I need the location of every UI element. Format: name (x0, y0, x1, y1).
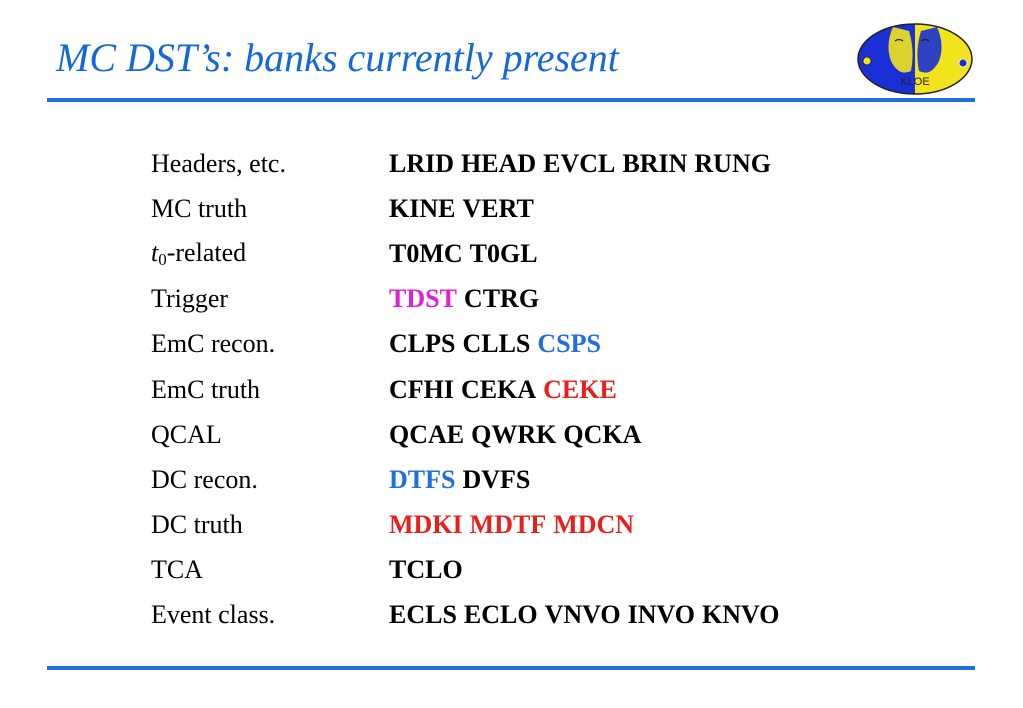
bank-name: EVCL (543, 148, 616, 178)
row-label: Trigger (151, 284, 389, 314)
bank-name: BRIN (622, 148, 688, 178)
row-label: DC truth (151, 510, 389, 540)
bank-name: QWRK (471, 419, 557, 449)
label-text: Event class. (151, 600, 276, 630)
bank-name: MDCN (553, 510, 635, 540)
bank-name: TDST (389, 284, 457, 314)
label-variable: t (151, 237, 159, 267)
row-label: MC truth (151, 194, 389, 224)
label-text: EmC recon. (151, 329, 276, 359)
bank-name: CLLS (462, 329, 531, 359)
row-label: QCAL (151, 420, 389, 450)
label-text: MC truth (151, 193, 248, 223)
bank-name: QCKA (563, 419, 642, 449)
bank-name: DTFS (389, 464, 456, 494)
row-label: TCA (151, 555, 389, 585)
row-label: Headers, etc. (151, 149, 389, 179)
kloe-logo-icon: KLOE (857, 23, 973, 95)
bank-name: T0GL (469, 238, 538, 268)
bank-name: RUNG (694, 148, 771, 178)
label-text: DC recon. (151, 464, 258, 494)
label-text: TCA (151, 555, 203, 585)
bank-name: MDKI (389, 510, 463, 540)
bank-list: TCLO (389, 555, 470, 585)
label-text: EmC truth (151, 374, 261, 404)
bank-name: KINE (389, 193, 456, 223)
bank-name: KNVO (702, 600, 780, 630)
bank-name: CFHI (389, 374, 454, 404)
row-label: Event class. (151, 600, 389, 630)
bank-name: DVFS (462, 464, 531, 494)
bank-name: CLPS (389, 329, 456, 359)
bank-name: CTRG (463, 284, 540, 314)
bank-name: MDTF (469, 510, 547, 540)
label-text: Headers, etc. (151, 148, 286, 178)
bank-name: VNVO (544, 600, 621, 630)
row-label: EmC recon. (151, 329, 389, 359)
slide-title: MC DST’s: banks currently present (56, 35, 619, 80)
label-text: -related (166, 237, 247, 267)
bank-name: TCLO (389, 555, 463, 585)
label-text: QCAL (151, 419, 222, 449)
bank-name: INVO (627, 600, 696, 630)
bank-name: QCAE (389, 419, 465, 449)
bank-name: CEKA (461, 374, 537, 404)
table-row: TCA TCLO (151, 548, 911, 593)
row-label: t0-related (151, 238, 389, 270)
bank-name: ECLO (463, 600, 538, 630)
label-text: DC truth (151, 510, 243, 540)
bank-name: VERT (462, 193, 534, 223)
bank-name: T0MC (389, 238, 463, 268)
bank-name: CSPS (537, 329, 601, 359)
bottom-divider (47, 666, 975, 670)
top-divider (47, 98, 975, 102)
row-label: DC recon. (151, 465, 389, 495)
bank-name: LRID (389, 148, 455, 178)
logo-text: KLOE (900, 76, 929, 88)
row-label: EmC truth (151, 375, 389, 405)
bank-name: ECLS (389, 600, 457, 630)
label-text: Trigger (151, 284, 229, 314)
bank-name: HEAD (461, 148, 537, 178)
label-subscript: 0 (158, 249, 167, 269)
bank-name: CEKE (543, 374, 617, 404)
